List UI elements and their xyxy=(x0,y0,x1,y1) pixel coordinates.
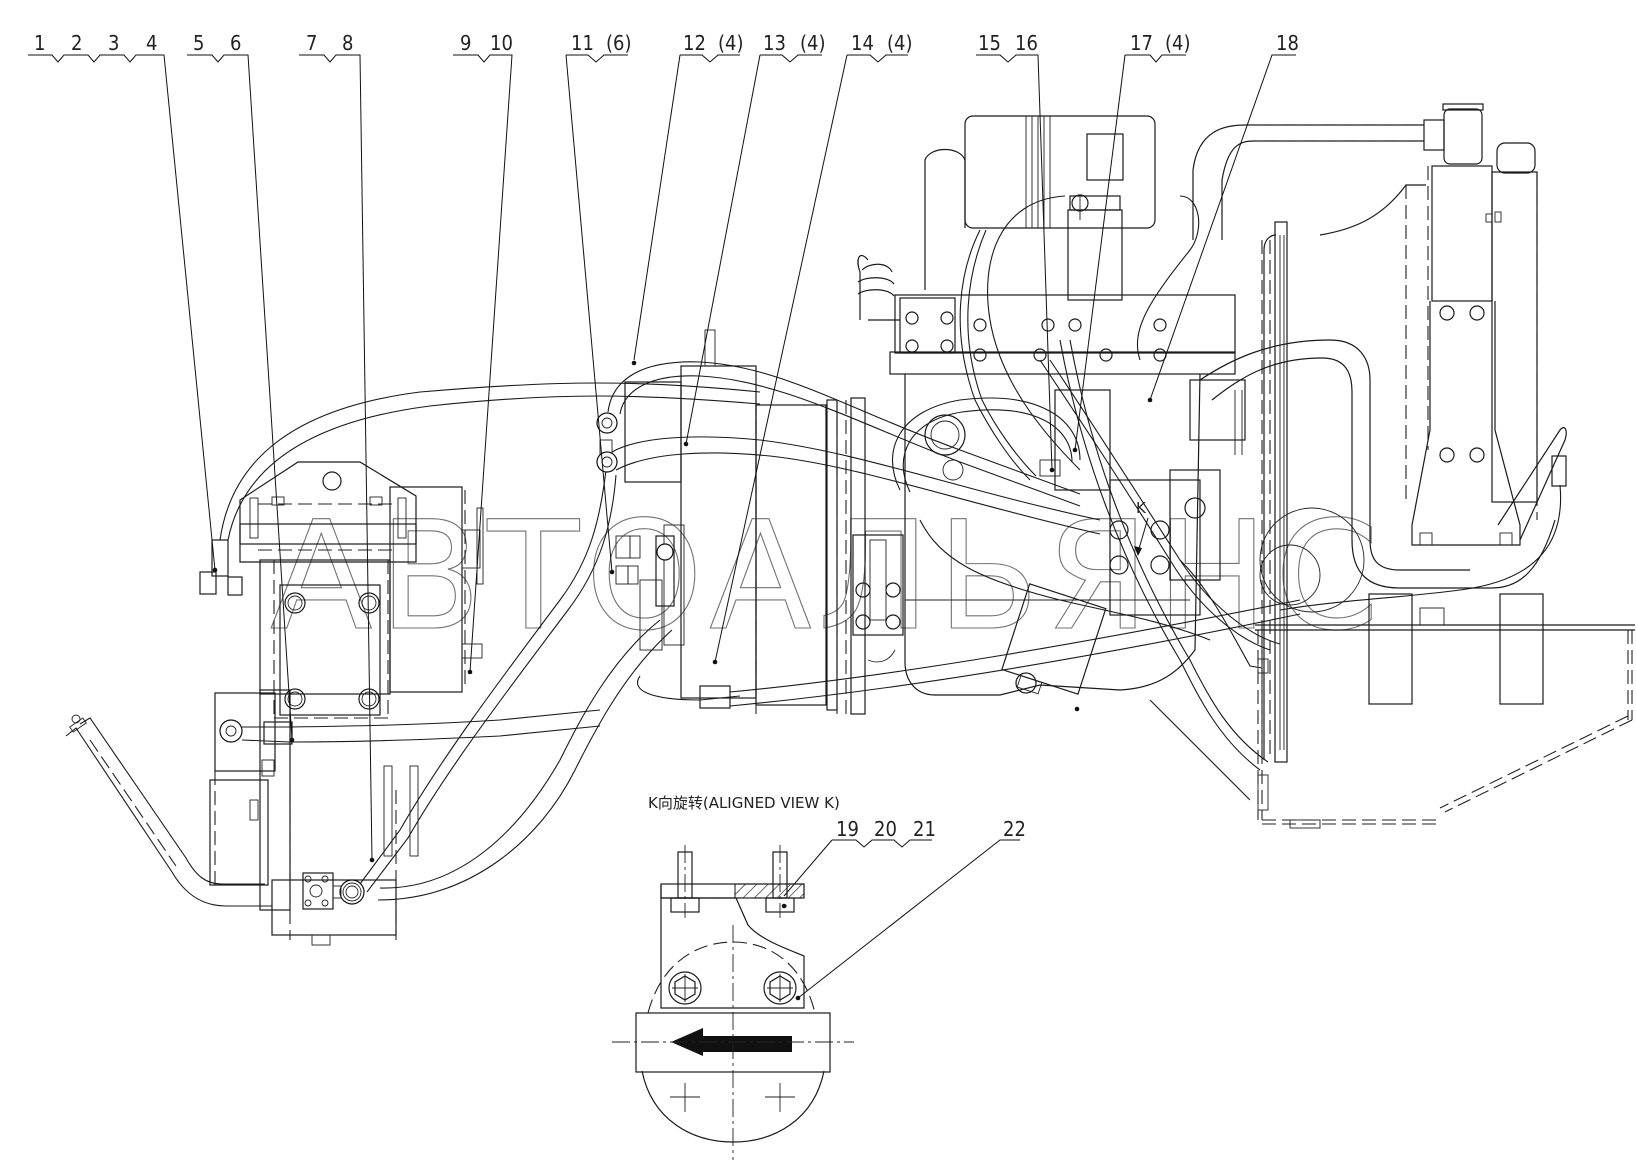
detail-view-k: K向旋转(ALIGNED VIEW K) 19 20 21 22 xyxy=(612,794,1026,1160)
callout-15: 15 xyxy=(978,31,1001,55)
engine-assembly xyxy=(852,115,1281,771)
callout-3: 3 xyxy=(108,31,119,55)
callout-10: 10 xyxy=(490,31,513,55)
callout-18: 18 xyxy=(1276,31,1299,55)
callout-19: 19 xyxy=(836,817,859,841)
callout-20: 20 xyxy=(874,817,897,841)
callout-8: 8 xyxy=(342,31,353,55)
callout-leaders xyxy=(28,54,1296,863)
watermark: АВТОАЛЬЯНС xyxy=(270,490,1385,664)
detail-view-title: K向旋转(ALIGNED VIEW K) xyxy=(648,794,840,812)
callout-14-qty: (4) xyxy=(887,31,913,55)
callout-2: 2 xyxy=(71,31,82,55)
callout-17: 17 xyxy=(1130,31,1153,55)
callout-17-qty: (4) xyxy=(1165,31,1191,55)
callout-14: 14 xyxy=(851,31,874,55)
callout-7: 7 xyxy=(306,31,317,55)
callout-13-qty: (4) xyxy=(800,31,826,55)
callout-21: 21 xyxy=(913,817,936,841)
callout-13: 13 xyxy=(763,31,786,55)
callout-12: 12 xyxy=(683,31,706,55)
callout-4: 4 xyxy=(146,31,157,55)
callout-9: 9 xyxy=(460,31,471,55)
callout-5: 5 xyxy=(193,31,204,55)
view-arrow-label: K xyxy=(1136,499,1147,517)
pump-valve-assembly xyxy=(65,382,761,946)
callout-12-qty: (4) xyxy=(718,31,744,55)
callout-labels: 1 2 3 4 5 6 7 8 9 10 11 (6) 12 (4) 13 (4… xyxy=(34,31,1299,55)
callout-11-qty: (6) xyxy=(606,31,632,55)
cooling-assembly xyxy=(1149,103,1635,829)
callout-16: 16 xyxy=(1015,31,1038,55)
callout-11: 11 xyxy=(571,31,594,55)
callout-22: 22 xyxy=(1003,817,1026,841)
callout-1: 1 xyxy=(34,31,45,55)
callout-6: 6 xyxy=(230,31,241,55)
